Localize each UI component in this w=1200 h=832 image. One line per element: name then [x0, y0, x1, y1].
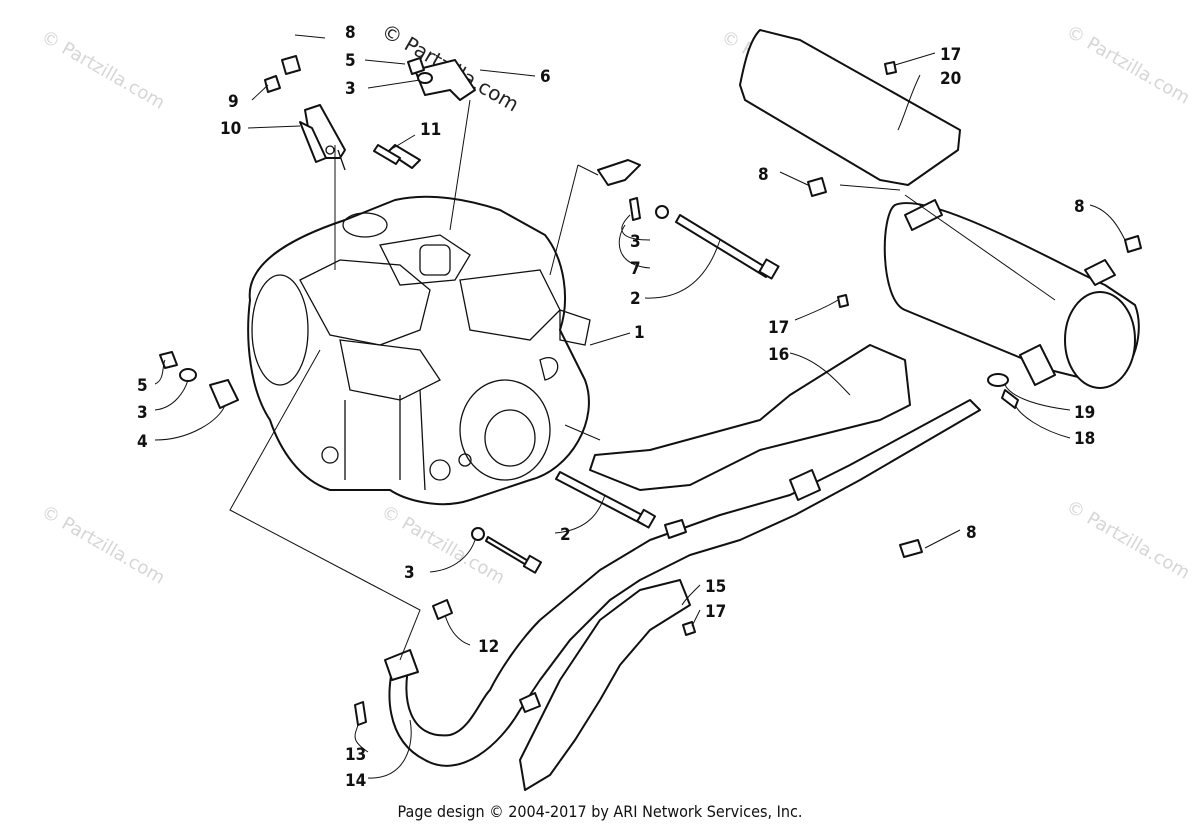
callout-label: 6	[540, 67, 551, 87]
hardware-top	[264, 55, 433, 93]
callout-label: 19	[1074, 403, 1095, 423]
callout-label: 7	[630, 259, 641, 279]
callout-label: 12	[478, 637, 499, 657]
callout-label: 10	[220, 119, 241, 139]
callout-label: 17	[768, 318, 789, 338]
callout-label: 16	[768, 345, 789, 365]
callout-label: 8	[758, 165, 769, 185]
callout-label: 17	[940, 45, 961, 65]
callout-label: 13	[345, 745, 366, 765]
callout-label: 3	[137, 403, 148, 423]
clamp	[987, 373, 1019, 409]
callout-label: 4	[137, 432, 148, 452]
bolt-17-upper	[884, 61, 897, 75]
callout-labels: 8 5 3 6 9 10 11 17 20 8 3 7 2 1 8 17 16 …	[137, 23, 1095, 791]
pipe-shield-center	[589, 344, 911, 491]
engine	[247, 195, 591, 506]
long-bolt-lower	[555, 471, 657, 529]
bolt-lower	[471, 527, 543, 574]
callout-label: 2	[630, 289, 641, 309]
bolt-11	[373, 144, 401, 165]
callout-label: 14	[345, 771, 366, 791]
leader-lines	[154, 34, 1126, 779]
muffler-heat-shield	[739, 29, 961, 186]
callout-label: 18	[1074, 429, 1095, 449]
bolt-8-right	[899, 539, 923, 558]
callout-label: 17	[705, 602, 726, 622]
callout-label: 2	[560, 525, 571, 545]
callout-label: 3	[404, 563, 415, 583]
muffler	[807, 177, 1142, 389]
callout-label: 5	[345, 51, 356, 71]
callout-label: 9	[228, 92, 239, 112]
head-pipe	[384, 399, 981, 767]
callout-label: 20	[940, 69, 961, 89]
callout-label: 5	[137, 376, 148, 396]
watermark: © Partzilla.com	[1063, 21, 1194, 109]
callout-label: 8	[966, 523, 977, 543]
watermark: © Partzilla.com	[38, 501, 169, 589]
watermark: © Partzilla.com	[378, 501, 509, 589]
bolt-7	[629, 197, 641, 221]
bracket-right	[597, 159, 641, 186]
callout-label: 1	[634, 323, 645, 343]
bolt-17-top	[837, 294, 849, 308]
callout-label: 11	[420, 120, 441, 140]
pipe-shield-lower	[519, 579, 691, 791]
bolt-13	[354, 701, 367, 726]
gasket	[432, 599, 453, 620]
callout-label: 3	[345, 79, 356, 99]
bracket-6	[414, 59, 476, 101]
assembly-lines	[229, 99, 1056, 661]
watermark: © Partzilla.com	[38, 26, 169, 114]
watermark: © Partzilla.com	[1063, 496, 1194, 584]
mount-stack	[159, 351, 239, 409]
callout-label: 15	[705, 577, 726, 597]
long-bolt-upper	[655, 205, 780, 280]
bracket-upper	[299, 104, 421, 171]
callout-label: 3	[630, 232, 641, 252]
callout-label: 8	[1074, 197, 1085, 217]
page-footer: Page design © 2004-2017 by ARI Network S…	[397, 802, 803, 821]
callout-label: 8	[345, 23, 356, 43]
